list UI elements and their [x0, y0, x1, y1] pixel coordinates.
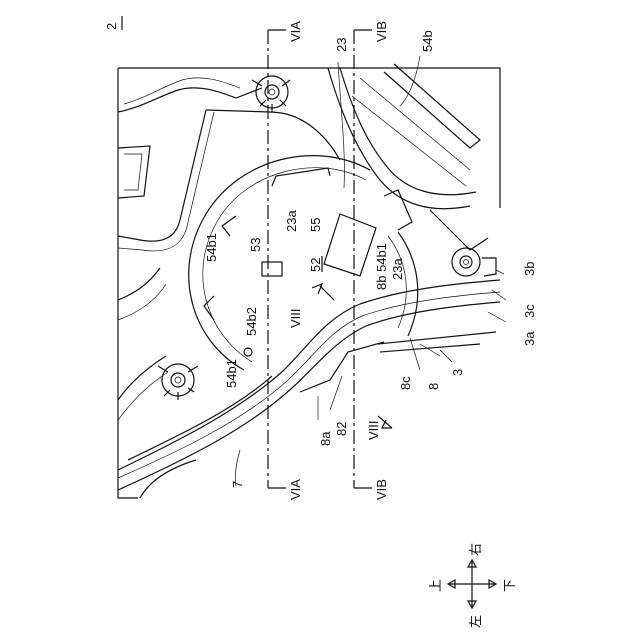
section-mark-via-bottom: VIA [288, 479, 303, 500]
boss-right [452, 248, 496, 276]
direction-up-label: 上 [428, 579, 443, 592]
label-8c: 8c [398, 376, 413, 390]
section-mark-via-top: VIA [288, 21, 303, 42]
section-mark-viii-lower: VIII [366, 420, 381, 440]
viii-arrowhead-upper [312, 284, 322, 294]
boss-top [252, 76, 290, 112]
label-8: 8 [426, 383, 441, 390]
drawing-frame [118, 68, 500, 498]
section-mark-vib-top: VIB [374, 21, 389, 42]
label-54b-top: 54b [420, 30, 435, 52]
label-7: 7 [230, 481, 245, 488]
pipe-8 [118, 280, 500, 490]
label-23a-top: 23a [284, 210, 299, 232]
boss-left [158, 364, 198, 400]
label-52: 52 [308, 258, 323, 272]
member-23 [328, 64, 488, 250]
part-55 [324, 214, 376, 276]
figure-number: 2 [104, 23, 119, 30]
label-54b1-left: 54b1 [204, 233, 219, 262]
housing-outline [118, 78, 340, 498]
label-23a-right: 23a [390, 258, 405, 280]
direction-left-label: 左 [468, 615, 483, 628]
label-54b2: 54b2 [244, 307, 259, 336]
label-3: 3 [450, 369, 465, 376]
direction-down-label: 下 [502, 579, 517, 592]
label-23: 23 [334, 38, 349, 52]
label-8b-54b1: 8b 54b1 [374, 243, 389, 290]
viii-arrow-upper [320, 286, 334, 300]
label-54b1-lower: 54b1 [224, 359, 239, 388]
label-55: 55 [308, 218, 323, 232]
section-line-vib [354, 30, 372, 488]
direction-indicator [448, 560, 496, 608]
label-8a: 8a [318, 431, 333, 446]
label-3b: 3b [522, 262, 537, 276]
label-82: 82 [334, 422, 349, 436]
label-3c: 3c [522, 304, 537, 318]
section-mark-vib-bottom: VIB [374, 479, 389, 500]
label-53: 53 [248, 238, 263, 252]
label-3a: 3a [522, 331, 537, 346]
direction-right-label: 右 [468, 543, 483, 556]
section-mark-viii-upper: VIII [288, 308, 303, 328]
